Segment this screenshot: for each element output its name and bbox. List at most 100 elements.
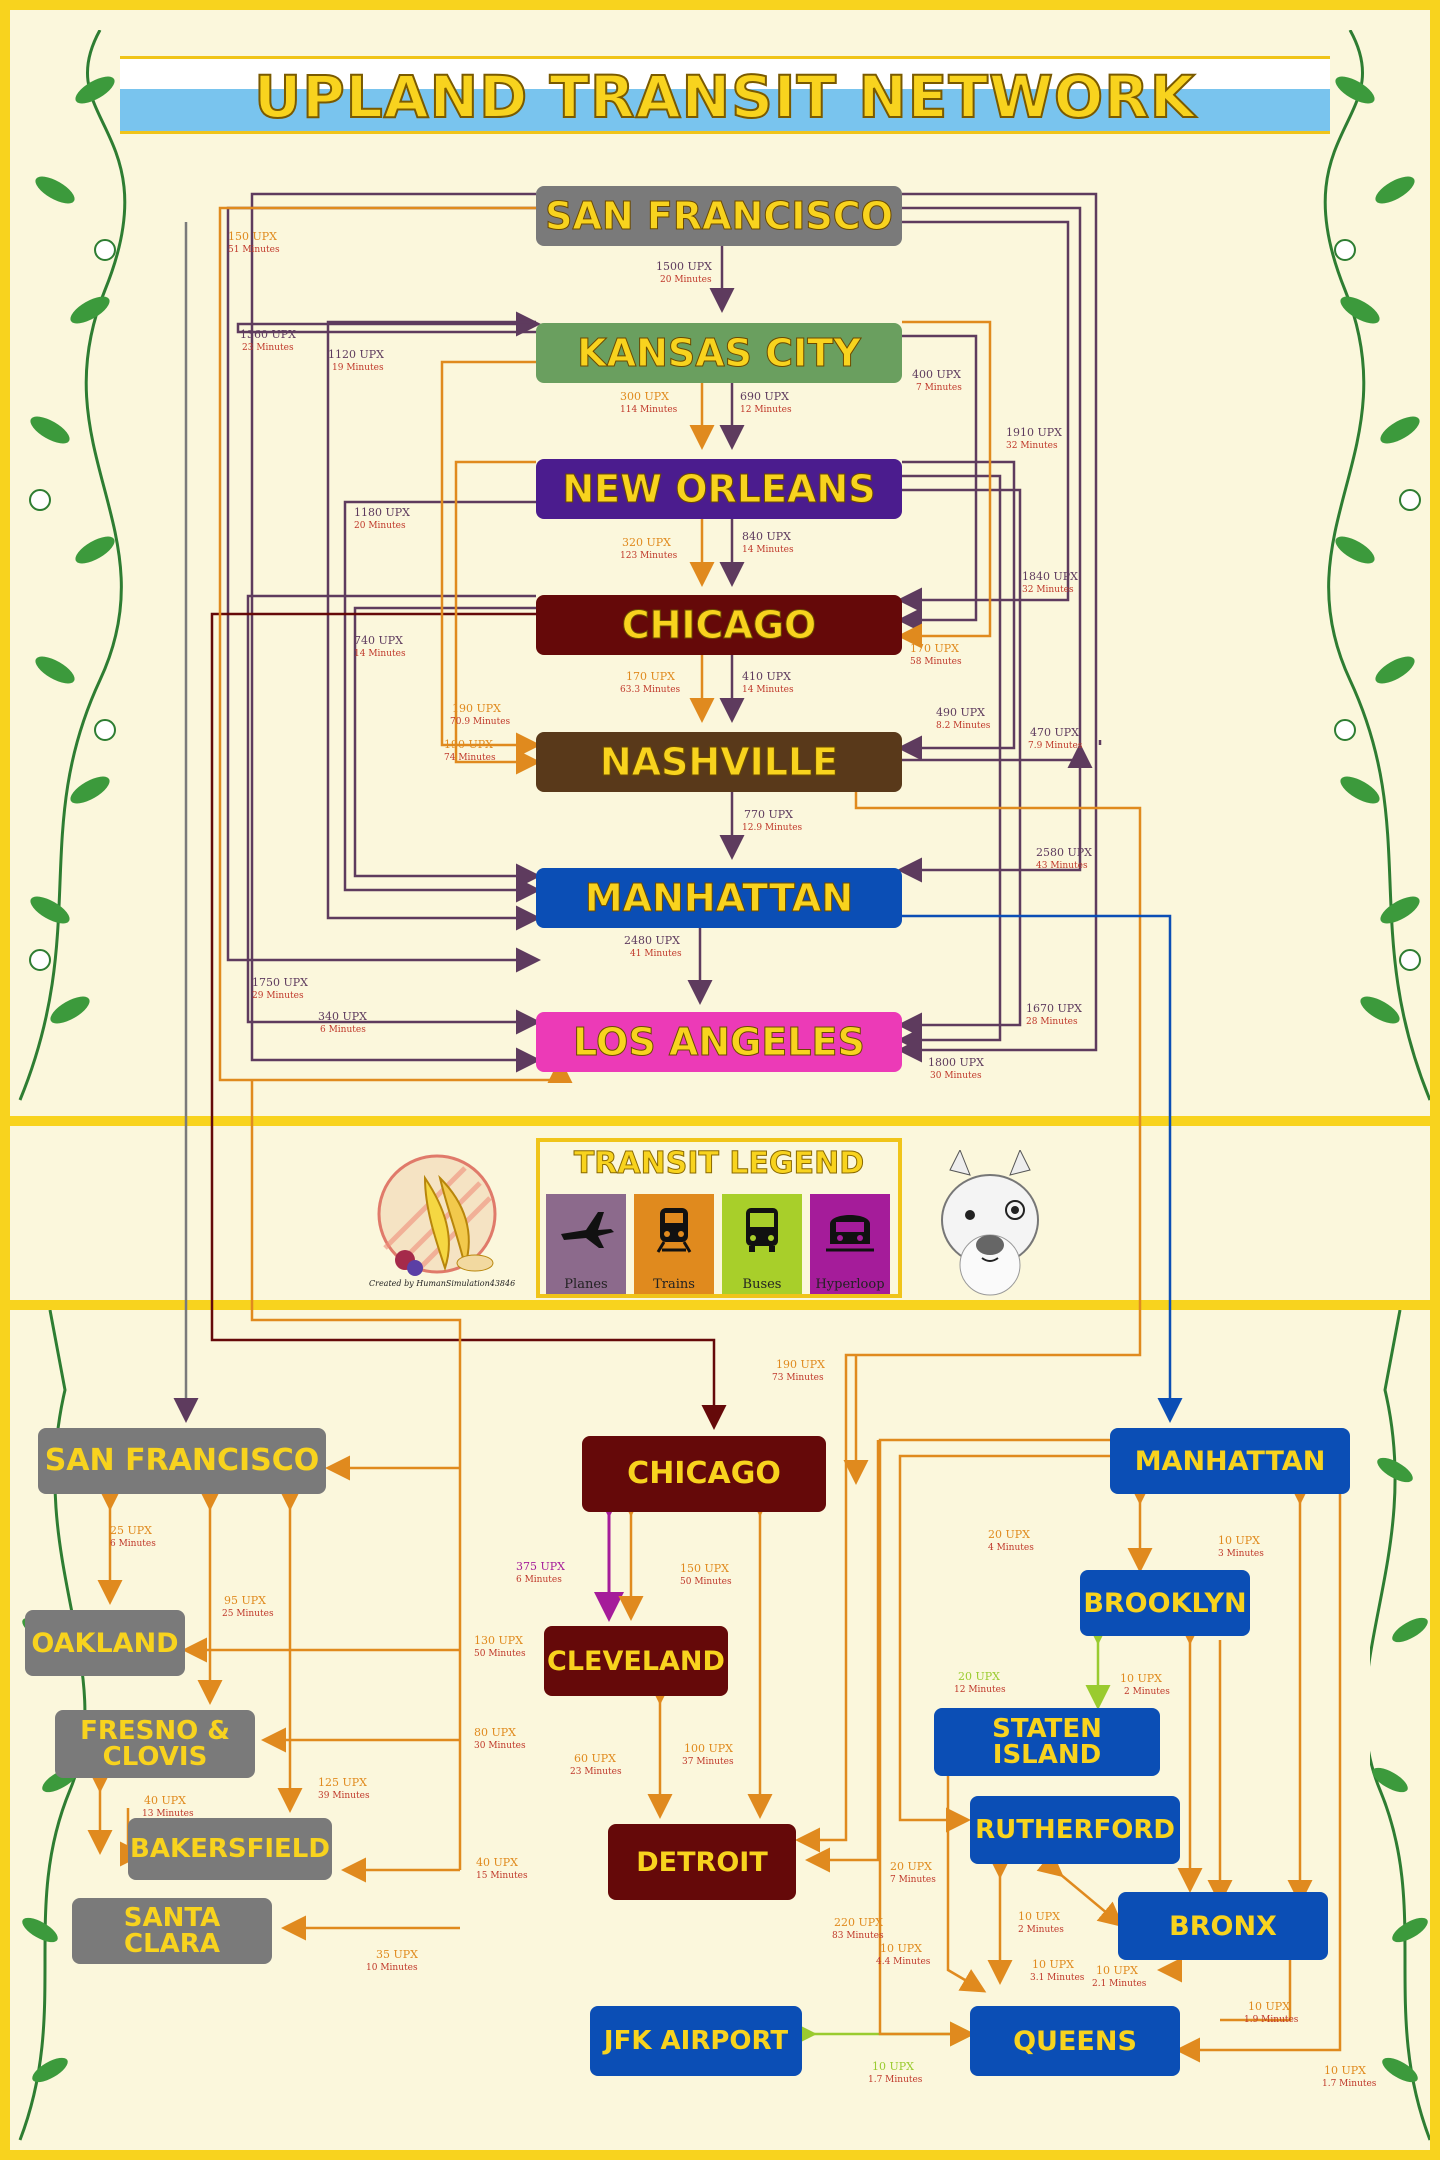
edge-label: 60 UPX — [574, 1752, 616, 1765]
llama-mascot-icon — [941, 1150, 1039, 1296]
edge-label: 14 Minutes — [354, 649, 406, 659]
edge-label: 37 Minutes — [682, 1757, 734, 1767]
edge-label: 1750 UPX — [252, 976, 308, 989]
edge-label: 6 Minutes — [516, 1575, 562, 1585]
edge-label: 30 Minutes — [930, 1071, 982, 1081]
edge-label: 1.9 Minutes — [1244, 2015, 1299, 2025]
legend-label-buses: Buses — [742, 1277, 782, 1292]
city-node-brooklyn[interactable]: BROOKLYN — [1080, 1570, 1250, 1636]
edge-label: 10 UPX — [1096, 1964, 1138, 1977]
section-divider-bottom — [10, 1300, 1430, 1310]
edge-label: 63.3 Minutes — [620, 685, 681, 695]
edge-label: 10 UPX — [1018, 1910, 1060, 1923]
city-node-staten-island[interactable]: STATEN ISLAND — [934, 1708, 1160, 1776]
edge-label: 7 Minutes — [916, 383, 962, 393]
edge-label: 1910 UPX — [1006, 426, 1062, 439]
edge-label: 10 UPX — [872, 2060, 914, 2073]
edge-label: 7.9 Minutes — [1028, 741, 1083, 751]
edge-label: 23 Minutes — [242, 343, 294, 353]
edge-label: 375 UPX — [516, 1560, 565, 1573]
edge-label: 20 Minutes — [354, 521, 406, 531]
edge-label: 10 UPX — [1248, 2000, 1290, 2013]
city-node-chicago[interactable]: CHICAGO — [536, 595, 902, 655]
edge-label: 320 UPX — [622, 536, 671, 549]
edge-label: 150 UPX — [680, 1562, 729, 1575]
edge-label: 400 UPX — [912, 368, 961, 381]
edge-label: 100 UPX — [684, 1742, 733, 1755]
edge-label: 25 Minutes — [222, 1609, 274, 1619]
edge-label: 15 Minutes — [476, 1871, 528, 1881]
edge-label: 10 UPX — [1120, 1672, 1162, 1685]
edge-label: 1840 UPX — [1022, 570, 1078, 583]
city-node-manhattan-regional[interactable]: MANHATTAN — [1110, 1428, 1350, 1494]
edge-label: 19 Minutes — [332, 363, 384, 373]
city-node-new-orleans[interactable]: NEW ORLEANS — [536, 459, 902, 519]
edge-label: 1.7 Minutes — [868, 2075, 923, 2085]
edge-label: 14 Minutes — [742, 545, 794, 555]
edge-label: 114 Minutes — [620, 405, 678, 415]
city-node-queens[interactable]: QUEENS — [970, 2006, 1180, 2076]
city-node-nashville[interactable]: NASHVILLE — [536, 732, 902, 792]
edge-label: 7 Minutes — [890, 1875, 936, 1885]
city-node-los-angeles[interactable]: LOS ANGELES — [536, 1012, 902, 1072]
city-node-rutherford[interactable]: RUTHERFORD — [970, 1796, 1180, 1864]
edge-label: 58 Minutes — [910, 657, 962, 667]
legend-label-hyperloop: Hyperloop — [815, 1277, 885, 1292]
edge-label: 490 UPX — [936, 706, 985, 719]
edge-label: 740 UPX — [354, 634, 403, 647]
city-node-sf-regional[interactable]: SAN FRANCISCO — [38, 1428, 326, 1494]
page-title: UPLAND TRANSIT NETWORK — [253, 62, 1196, 132]
edge-label: 12 Minutes — [740, 405, 792, 415]
edge-label: 190 UPX — [444, 738, 493, 751]
edge-label: 8.2 Minutes — [936, 721, 991, 731]
edge-label: 410 UPX — [742, 670, 791, 683]
edge-label: 1800 UPX — [928, 1056, 984, 1069]
vine-left-decoration — [18, 30, 127, 1101]
city-node-cleveland[interactable]: CLEVELAND — [544, 1626, 728, 1696]
city-node-kansas-city[interactable]: KANSAS CITY — [536, 323, 902, 383]
edge-label: 10 UPX — [880, 1942, 922, 1955]
edge-label: 83 Minutes — [832, 1931, 884, 1941]
edge-label: 50 Minutes — [474, 1649, 526, 1659]
edge-label: 1360 UPX — [240, 328, 296, 341]
edge-label: 123 Minutes — [620, 551, 678, 561]
legend-label-planes: Planes — [564, 1277, 608, 1292]
edge-label: 2580 UPX — [1036, 846, 1092, 859]
edge-label: 1670 UPX — [1026, 1002, 1082, 1015]
edge-label: 2 Minutes — [1124, 1687, 1170, 1697]
edge-label: 73 Minutes — [772, 1373, 824, 1383]
city-node-chicago-regional[interactable]: CHICAGO — [582, 1436, 826, 1512]
edge-label: 70.9 Minutes — [450, 717, 511, 727]
city-node-santa-clara[interactable]: SANTA CLARA — [72, 1898, 272, 1964]
edge-label: 6 Minutes — [320, 1025, 366, 1035]
edge-label: 3.1 Minutes — [1030, 1973, 1085, 1983]
edge-label: 28 Minutes — [1026, 1017, 1078, 1027]
legend-item-trains: Trains — [634, 1194, 714, 1294]
city-node-bakersfield[interactable]: BAKERSFIELD — [128, 1818, 332, 1880]
edge-label: 1180 UPX — [354, 506, 410, 519]
city-node-fresno-clovis[interactable]: FRESNO & CLOVIS — [55, 1710, 255, 1778]
edge-label: 170 UPX — [626, 670, 675, 683]
city-node-bronx[interactable]: BRONX — [1118, 1892, 1328, 1960]
edge-label: 14 Minutes — [742, 685, 794, 695]
edge-label: 150 UPX — [228, 230, 277, 243]
legend-item-planes: Planes — [546, 1194, 626, 1294]
edge-label: 10 UPX — [1324, 2064, 1366, 2077]
city-node-oakland[interactable]: OAKLAND — [25, 1610, 185, 1676]
edge-label: 20 UPX — [890, 1860, 932, 1873]
city-node-manhattan[interactable]: MANHATTAN — [536, 868, 902, 928]
edge-label: 32 Minutes — [1022, 585, 1074, 595]
edge-label: 40 UPX — [476, 1856, 518, 1869]
edge-label: 1120 UPX — [328, 348, 384, 361]
edge-label: 190 UPX — [452, 702, 501, 715]
city-node-jfk-airport[interactable]: JFK AIRPORT — [590, 2006, 802, 2076]
edge-label: 74 Minutes — [444, 753, 496, 763]
city-node-san-francisco[interactable]: SAN FRANCISCO — [536, 186, 902, 246]
city-node-detroit[interactable]: DETROIT — [608, 1824, 796, 1900]
edge-label: 130 UPX — [474, 1634, 523, 1647]
edge-label: 39 Minutes — [318, 1791, 370, 1801]
edge-label: 20 UPX — [958, 1670, 1000, 1683]
edge-label: 30 Minutes — [474, 1741, 526, 1751]
